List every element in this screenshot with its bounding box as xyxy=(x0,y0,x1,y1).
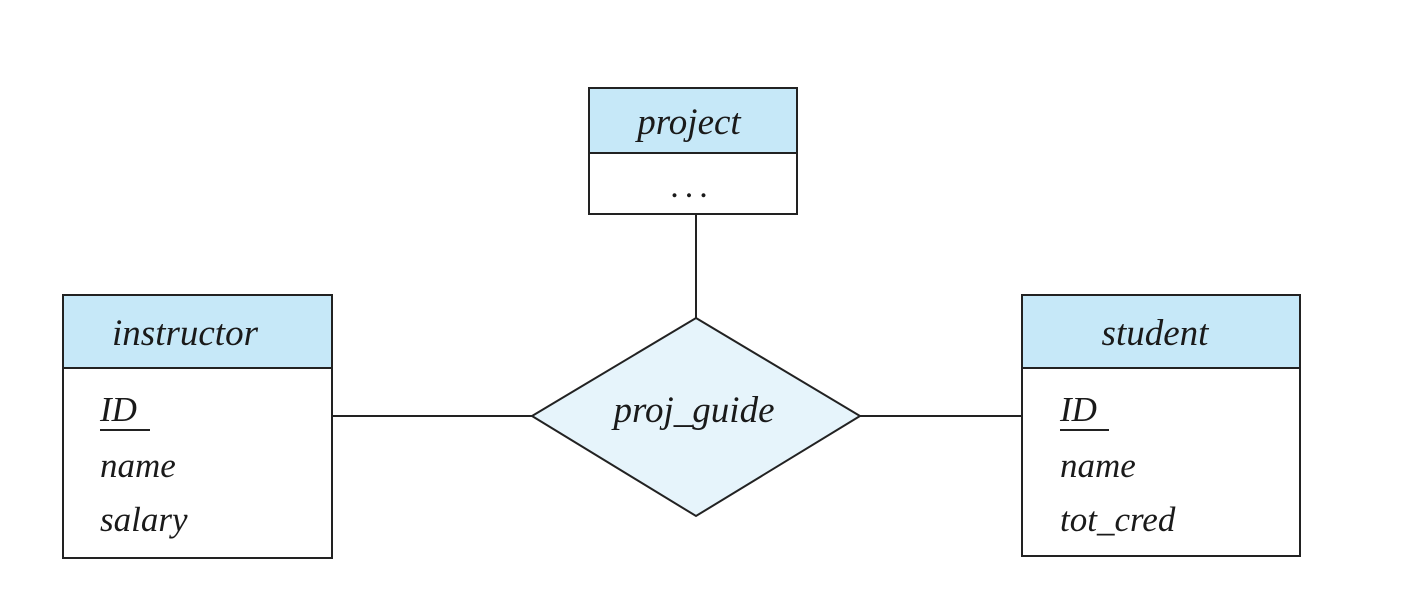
entity-project: project ... xyxy=(588,87,798,215)
relationship-diamond xyxy=(530,316,862,518)
entity-student-title: student xyxy=(1102,313,1211,354)
entity-instructor-attribute-salary: salary xyxy=(100,500,188,539)
entity-instructor-body xyxy=(62,367,333,559)
entity-student-primary-key: ID xyxy=(1059,390,1097,429)
entity-project-body xyxy=(588,152,798,215)
entity-student-body xyxy=(1021,367,1301,557)
entity-student-header xyxy=(1021,294,1301,369)
relationship-label: proj_guide xyxy=(610,390,774,431)
entity-project-attribute-ellipsis: ... xyxy=(670,168,714,205)
entity-instructor-primary-key: ID xyxy=(99,390,137,429)
entity-instructor-title: instructor xyxy=(112,313,259,354)
relationship-proj-guide: proj_guide xyxy=(530,316,862,518)
entity-project-header xyxy=(588,87,798,154)
entity-instructor-attribute-name: name xyxy=(100,446,176,485)
entity-student-attribute-name: name xyxy=(1060,446,1136,485)
entity-instructor: instructor ID name salary xyxy=(62,294,333,559)
connector-lines xyxy=(332,214,1022,417)
entity-student-attribute-tot-cred: tot_cred xyxy=(1060,500,1176,539)
entity-student: student ID name tot_cred xyxy=(1021,294,1301,557)
entity-project-title: project xyxy=(634,102,742,143)
entity-instructor-header xyxy=(62,294,333,369)
